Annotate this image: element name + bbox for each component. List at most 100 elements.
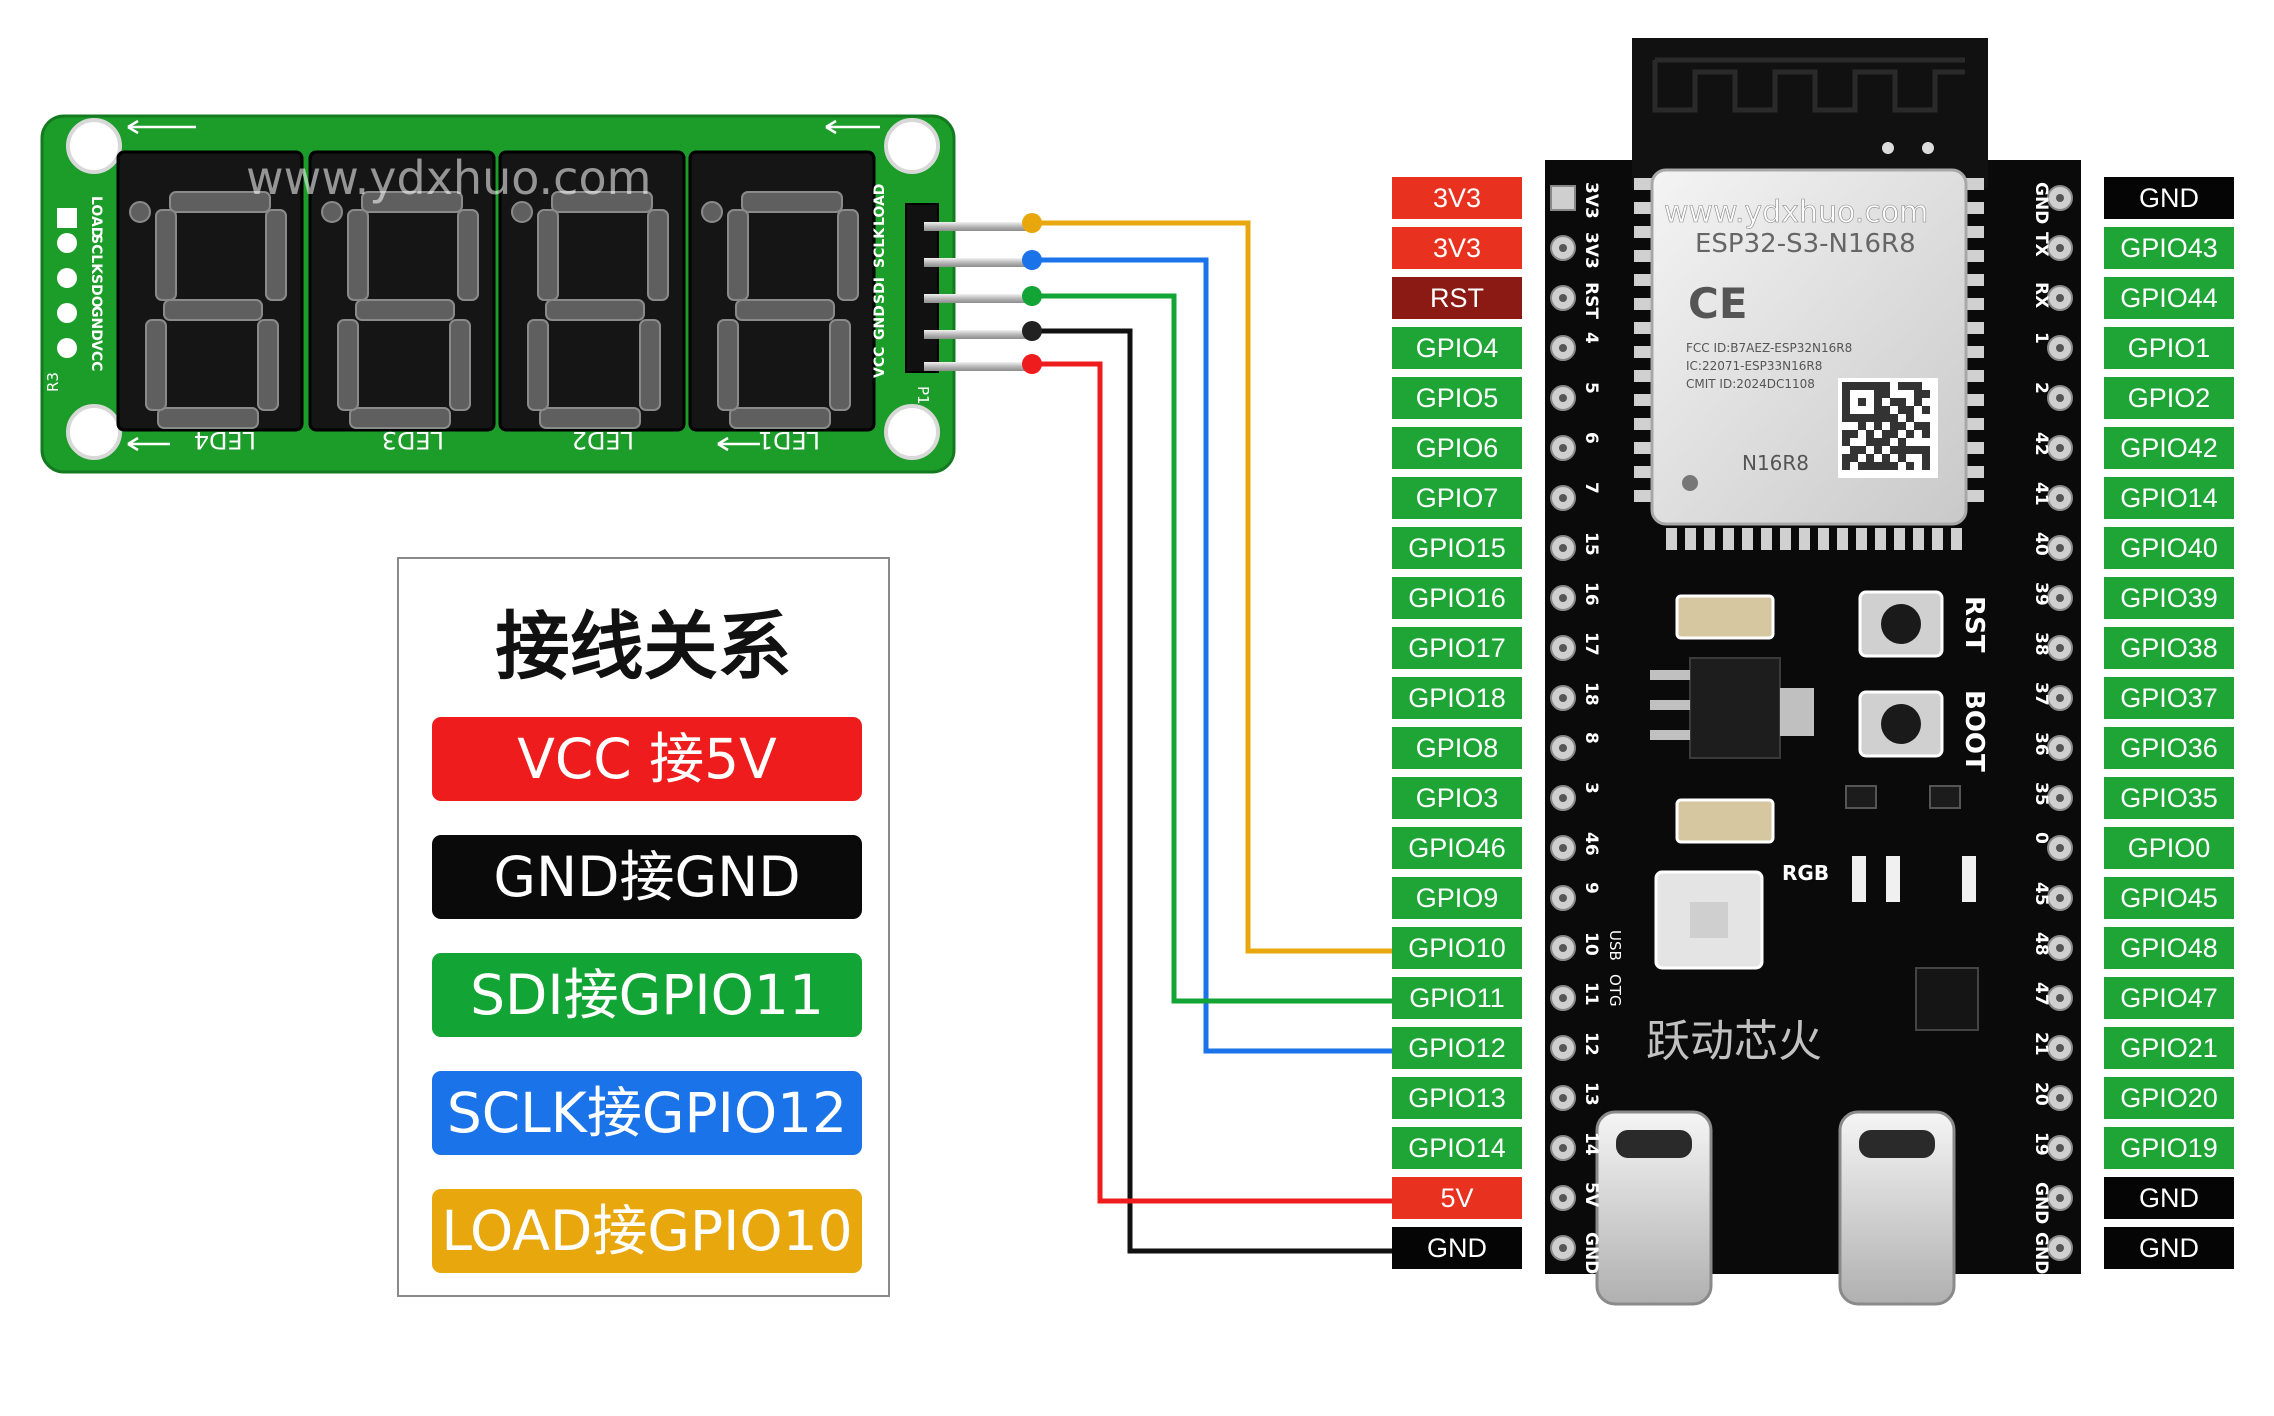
silk-label-right: 21 [2031, 1032, 2051, 1056]
left-pin-label: GPIO12 [1392, 1027, 1522, 1069]
qr-cell [1922, 422, 1930, 430]
header-pin-4 [924, 330, 1036, 339]
display-connector-label: P1 [914, 386, 932, 405]
silk-label-right: 20 [2031, 1082, 2051, 1106]
header-pad-hole [2056, 244, 2064, 252]
qr-cell [1842, 406, 1850, 414]
silk-label-right: 38 [2031, 632, 2051, 656]
castellation [1685, 528, 1696, 550]
right-pin-label: GPIO48 [2104, 927, 2234, 969]
transistor [1845, 785, 1877, 809]
qr-cell [1850, 454, 1858, 462]
header-pad-hole [1559, 1244, 1567, 1252]
silk-label-right: GND [2031, 1232, 2051, 1274]
digit-segment [537, 209, 559, 301]
castellation [1964, 298, 1984, 310]
qr-cell [1922, 390, 1930, 398]
header-pad-hole [1559, 544, 1567, 552]
digit-segment [157, 407, 259, 429]
qr-cell [1850, 430, 1858, 438]
left-pin-label: GPIO8 [1392, 727, 1522, 769]
qr-cell [1906, 382, 1914, 390]
module-castellations [1634, 178, 1984, 550]
qr-cell [1906, 446, 1914, 454]
right-pin-label: GPIO38 [2104, 627, 2234, 669]
right-pin-label: GPIO43 [2104, 227, 2234, 269]
wire-end-vcc [1022, 354, 1042, 374]
header-pins [1550, 185, 2073, 1261]
header-pad-hole [2056, 1194, 2064, 1202]
rst-button-label: RST [1959, 596, 1989, 653]
silk-label-left: 11 [1581, 982, 1601, 1006]
module-variant: N16R8 [1742, 451, 1809, 475]
capacitor-top [1675, 594, 1775, 640]
digit-segment [837, 209, 859, 301]
qr-cell [1898, 438, 1906, 446]
brand-label: 跃动芯火 [1646, 1016, 1822, 1067]
qr-cell [1882, 454, 1890, 462]
left-pin-label: GPIO3 [1392, 777, 1522, 819]
silk-label-left: 46 [1581, 832, 1601, 856]
right-pin-label: GPIO44 [2104, 277, 2234, 319]
qr-cell [1858, 382, 1866, 390]
qr-cell [1906, 414, 1914, 422]
silk-label-right: 35 [2031, 782, 2051, 806]
display-pin-label-right: VCC [872, 347, 888, 378]
qr-cell [1898, 398, 1906, 406]
header-pin-5 [924, 362, 1036, 371]
qr-cell [1898, 406, 1906, 414]
silk-label-right: 41 [2031, 482, 2051, 506]
legend-item: LOAD接GPIO10 [432, 1189, 862, 1273]
display-resistor-label: R3 [44, 372, 62, 392]
antenna-dot [1922, 142, 1934, 154]
header-pad-hole [2056, 844, 2064, 852]
castellation [1634, 274, 1654, 286]
right-pin-label: GPIO40 [2104, 527, 2234, 569]
castellation [1634, 466, 1654, 478]
mount-hole-tl [66, 118, 122, 174]
digit-dot [511, 201, 533, 223]
header-pad-hole [2056, 744, 2064, 752]
silk-label-right: 40 [2031, 532, 2051, 556]
left-pin-label: GPIO6 [1392, 427, 1522, 469]
left-pin-label: GPIO16 [1392, 577, 1522, 619]
status-led [1852, 856, 1866, 902]
digit-segment [527, 319, 549, 411]
antenna-trace [1652, 57, 1965, 113]
header-pad-hole [1559, 744, 1567, 752]
pad-1 [57, 208, 77, 228]
header-pad-hole [2056, 1144, 2064, 1152]
usb-c-port-right[interactable] [1838, 1110, 1956, 1306]
display-pin-label-left: LOAD [88, 196, 104, 238]
rgb-led-chip [1690, 902, 1728, 938]
header-pad-hole [1559, 844, 1567, 852]
digit-segment [169, 191, 271, 213]
usb-c-port-left[interactable] [1595, 1110, 1713, 1306]
qr-cell [1890, 430, 1898, 438]
header-pad-hole [2056, 344, 2064, 352]
wire-end-load [1022, 213, 1042, 233]
header-pad-hole [1559, 494, 1567, 502]
qr-cell [1874, 382, 1882, 390]
qr-cell [1874, 438, 1882, 446]
header-pad-hole [1559, 944, 1567, 952]
castellation [1799, 528, 1810, 550]
silk-label-left: 3V3 [1581, 182, 1601, 219]
usb-c-opening-left [1616, 1130, 1692, 1158]
voltage-regulator [1689, 657, 1781, 759]
right-pin-label: GPIO35 [2104, 777, 2234, 819]
silk-label-right: 42 [2031, 432, 2051, 456]
pin1-marker [1682, 475, 1698, 491]
wires [1032, 220, 1392, 1254]
castellation [1964, 418, 1984, 430]
right-pin-label: GPIO14 [2104, 477, 2234, 519]
right-pin-label: GPIO19 [2104, 1127, 2234, 1169]
left-pin-label: GPIO14 [1392, 1127, 1522, 1169]
header-pad-hole [2056, 294, 2064, 302]
otg-label: OTG [1606, 974, 1624, 1007]
silk-arrow-bottom-right [717, 436, 760, 452]
left-pin-label: RST [1392, 277, 1522, 319]
transistor [1929, 785, 1961, 809]
header-pad-hole [1559, 294, 1567, 302]
